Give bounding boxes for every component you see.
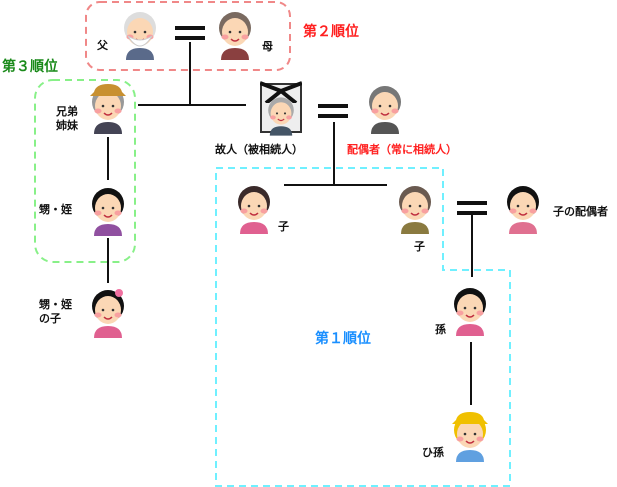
nephew-niece-label: 甥・姪 [39,203,72,216]
great-grandchild-label: ひ孫 [422,446,444,459]
child-1-avatar [232,182,276,234]
siblings-label-2: 姉妹 [56,119,78,132]
nephew-niece-child-label-1: 甥・姪 [39,298,72,311]
first-rank-label: 第１順位 [315,331,371,347]
child-spouse-label: 子の配偶者 [553,205,608,218]
child-spouse-avatar [501,182,545,234]
mother-label: 母 [262,40,273,53]
child-spouse-line [471,215,473,277]
siblings-line [138,104,246,106]
father-avatar [118,8,162,60]
parents-line [189,42,191,105]
mother-avatar [213,8,257,60]
grandchild-avatar [448,284,492,336]
first-rank-box [215,167,511,487]
nephew-child-line [107,238,109,283]
deceased-avatar [263,94,298,136]
father-label: 父 [97,39,108,52]
siblings-label-1: 兄弟 [56,105,78,118]
spouse-label: 配偶者（常に相続人） [347,143,457,156]
nephew-niece-child-label-2: の子 [39,312,61,325]
nephew-niece-avatar [86,184,130,236]
parents-equal-sign [175,26,205,40]
spouse-line [333,122,335,185]
sibling-nephew-line [107,137,109,180]
great-grandchild-avatar [448,410,492,462]
child-spouse-equal-sign [457,201,487,215]
mourning-ribbon [260,81,302,103]
deceased-portrait [260,81,302,136]
third-rank-label: 第３順位 [2,59,58,75]
child-1-label: 子 [278,220,289,233]
nephew-niece-child-avatar [86,286,130,338]
grandchild-line [470,342,472,405]
child-2-label: 子 [414,240,425,253]
second-rank-box [85,1,291,71]
sibling-avatar [86,82,130,134]
children-line [284,184,387,186]
grandchild-label: 孫 [435,323,446,336]
deceased-label: 故人（被相続人） [215,143,303,156]
spouse-avatar [363,82,407,134]
spouse-equal-sign [318,104,348,118]
second-rank-label: 第２順位 [303,24,359,40]
child-2-avatar [393,182,437,234]
